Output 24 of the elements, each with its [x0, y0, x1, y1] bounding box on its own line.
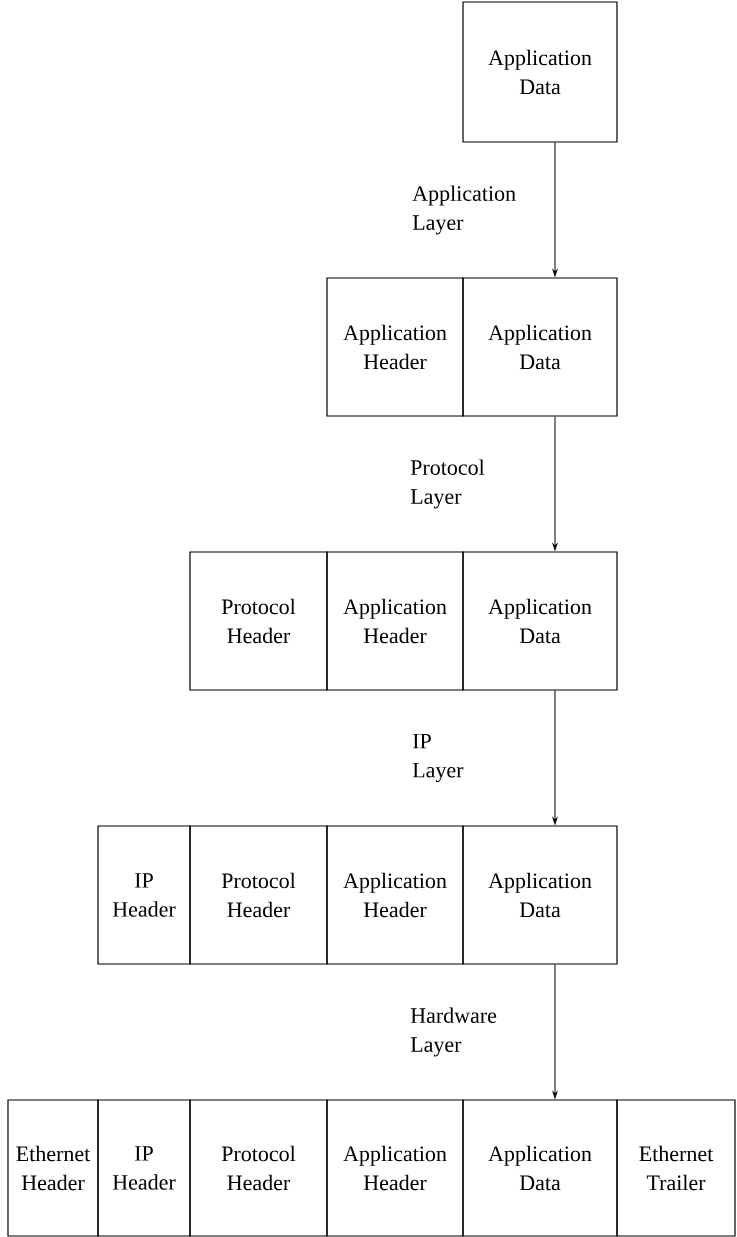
packet-field-box: Protocol Header [189, 825, 328, 965]
edge-label: Protocol Layer [410, 459, 485, 509]
packet-field-box: Application Header [326, 551, 464, 691]
edge-label: Hardware Layer [410, 1007, 497, 1057]
packet-field-box: Ethernet Trailer [616, 1099, 736, 1237]
packet-field-box: Application Data [462, 277, 618, 417]
arrow [552, 964, 558, 1099]
packet-field-box: Protocol Header [189, 1099, 328, 1237]
edge-label: IP Layer [412, 733, 464, 783]
packet-field-box: IP Header [97, 825, 191, 965]
packet-field-box: Application Header [326, 1099, 464, 1237]
packet-field-box: IP Header [97, 1099, 191, 1237]
packet-field-box: Application Data [462, 1, 618, 143]
packet-field-box: Application Header [326, 277, 464, 417]
arrow [552, 416, 558, 551]
packet-field-box: Application Data [462, 551, 618, 691]
arrow [552, 142, 558, 277]
packet-field-box: Application Header [326, 825, 464, 965]
packet-field-box: Application Data [462, 825, 618, 965]
packet-field-box: Protocol Header [189, 551, 328, 691]
edge-label: Application Layer [412, 185, 516, 235]
packet-field-box: Application Data [462, 1099, 618, 1237]
packet-field-box: Ethernet Header [7, 1099, 99, 1237]
arrow [552, 690, 558, 825]
